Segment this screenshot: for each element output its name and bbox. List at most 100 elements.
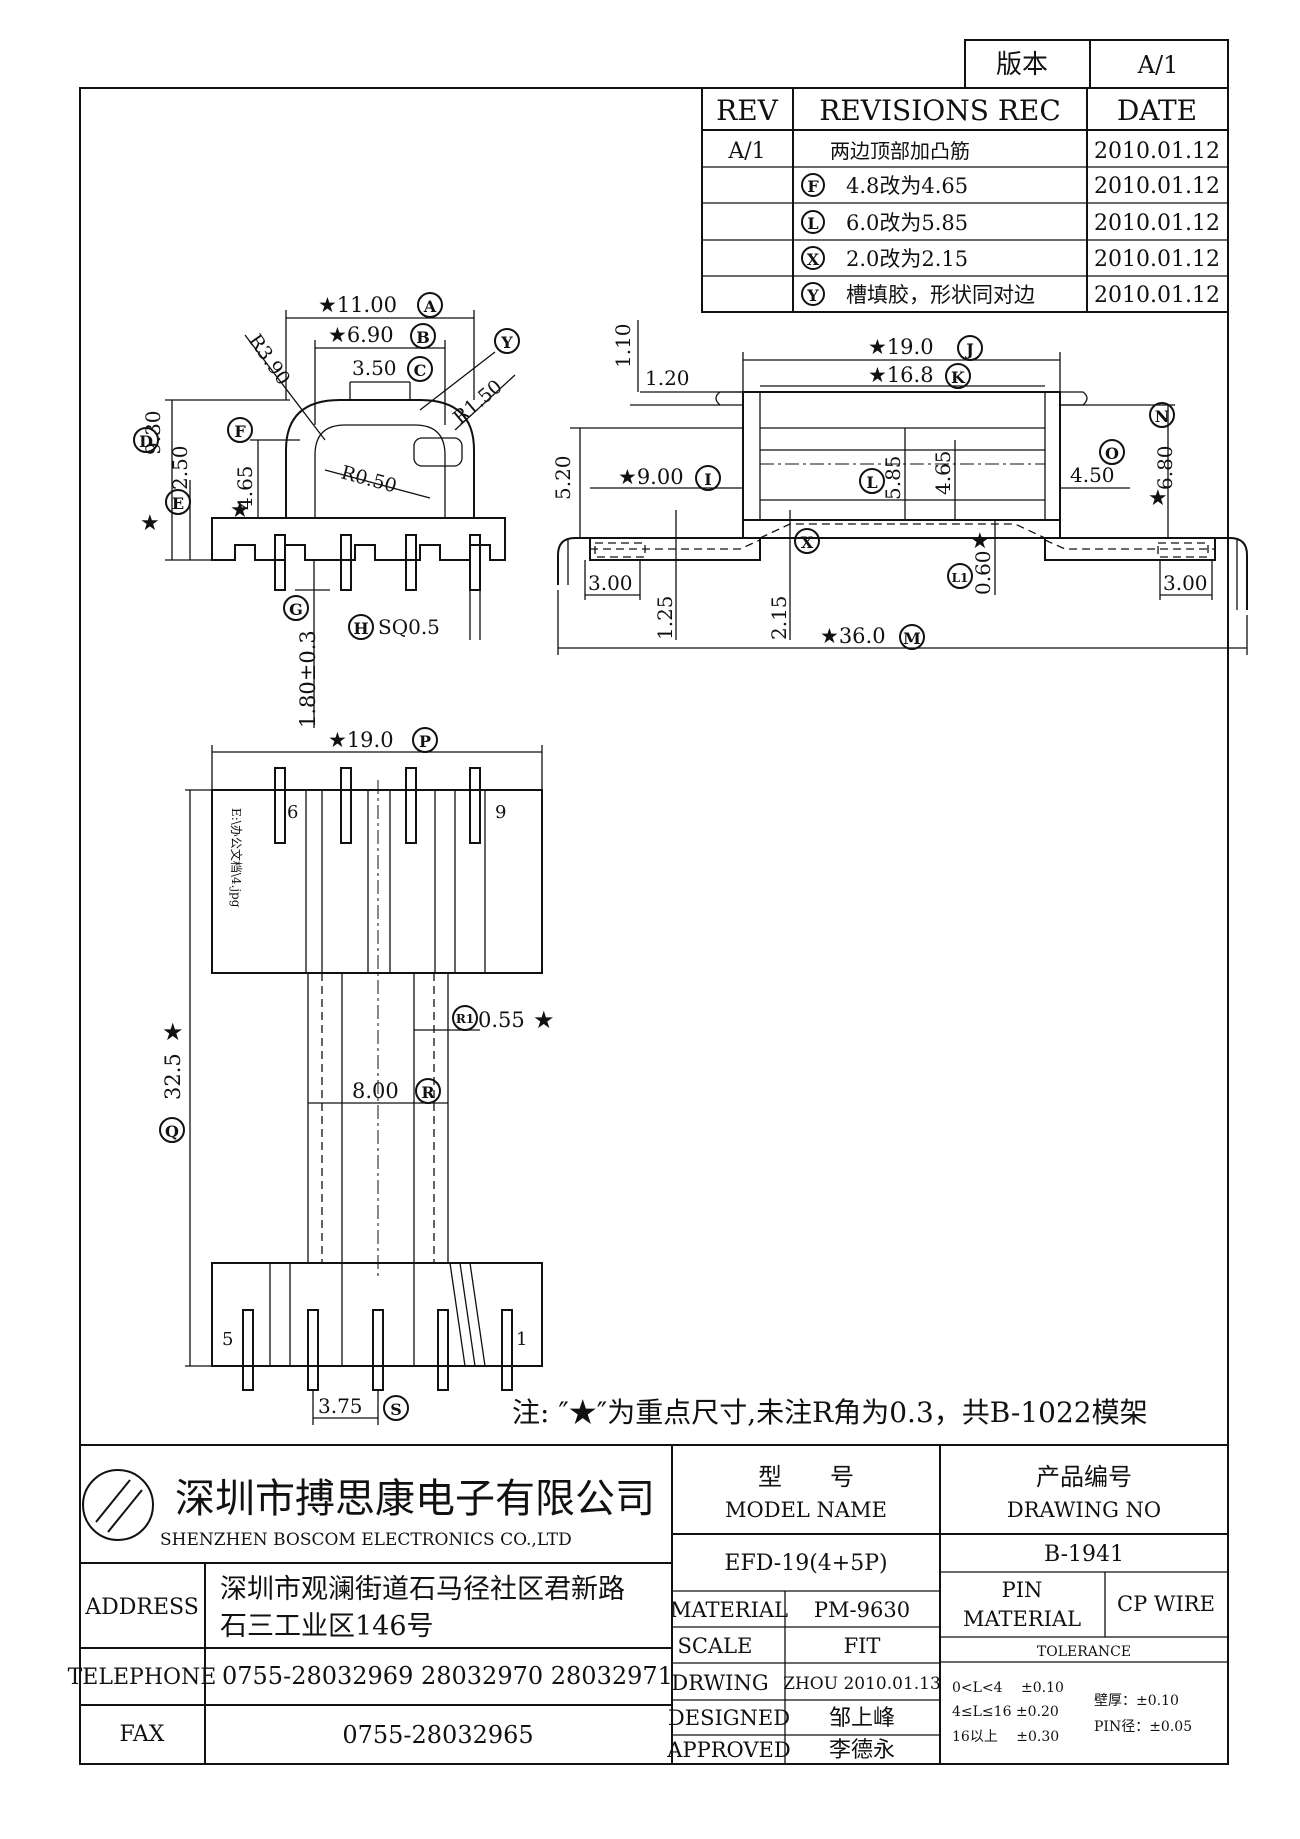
dim-q-text: 32.5 — [161, 1053, 185, 1100]
rev-row-3-date: 2010.01.12 — [1094, 211, 1220, 236]
company-name-en: SHENZHEN BOSCOM ELECTRONICS CO.,LTD — [160, 1530, 572, 1550]
model-label-en: MODEL NAME — [725, 1498, 887, 1522]
mark-l1-icon — [947, 563, 973, 589]
dim-r150-text: R1.50 — [449, 376, 507, 429]
rev-mark-l-icon — [801, 210, 825, 234]
mark-p-icon — [412, 727, 438, 753]
mark-l-icon — [859, 468, 885, 494]
rev-row-4-text: 2.0改为2.15 — [846, 247, 968, 271]
dim-120-text: 1.20 — [645, 366, 690, 390]
mark-p: P — [419, 732, 431, 751]
mark-a: A — [423, 297, 437, 316]
revisions-table: REV REVISIONS REC DATE A/1 两边顶部加凸筋 2010.… — [701, 87, 1229, 313]
mark-s: S — [390, 1400, 402, 1419]
dim-f-text: 4.65 — [233, 465, 257, 510]
mark-j-icon — [957, 335, 983, 361]
version-label: 版本 — [996, 50, 1048, 80]
mark-c: C — [414, 361, 427, 380]
bottom-pin-4 — [307, 1309, 319, 1391]
company-name-cn: 深圳市搏思康电子有限公司 — [175, 1476, 655, 1522]
dim-k-text: ★16.8 — [868, 363, 934, 387]
rev-row-2-mark: F — [807, 177, 819, 196]
scale-label: SCALE — [678, 1634, 753, 1658]
tolerance-row-2: 4≤L≤16 ±0.20 — [952, 1704, 1059, 1720]
dim-s-text: 3.75 — [318, 1394, 363, 1418]
dim-r050-text: R0.50 — [339, 462, 399, 498]
side-rib-left — [715, 391, 744, 406]
front-body-outer — [285, 399, 475, 518]
pin-9-label: 9 — [495, 802, 506, 823]
dim-g-text: 1.80±0.3 — [296, 630, 320, 728]
mark-h-icon — [348, 614, 374, 640]
dim-a-text: ★11.00 — [318, 293, 397, 317]
mark-m-icon — [899, 624, 925, 650]
bottom-pin-5 — [242, 1309, 254, 1391]
mark-h: H — [353, 619, 368, 638]
rev-row-3-text: 6.0改为5.85 — [846, 211, 968, 235]
mark-o: O — [1105, 444, 1119, 463]
mark-r1: R1 — [456, 1012, 474, 1026]
drawing-no-label-cn: 产品编号 — [1036, 1463, 1132, 1491]
tolerance-label: TOLERANCE — [1037, 1644, 1131, 1660]
front-slot — [413, 437, 463, 467]
dim-e-text: 2.50 — [168, 445, 192, 490]
dim-n-text: 6.80 — [1153, 445, 1177, 490]
tolerance-row-1: 0<L<4 ±0.10 — [952, 1680, 1064, 1696]
tolerance-row-3: 16以上 ±0.30 — [952, 1729, 1059, 1745]
drawing-by-label: DRWING — [671, 1671, 768, 1695]
dim-m-text: ★36.0 — [820, 624, 886, 648]
bottom-top-flange — [211, 789, 543, 974]
dim-520-text: 5.20 — [551, 455, 575, 500]
side-flange-left — [589, 537, 761, 561]
bottom-pin-9 — [469, 767, 481, 844]
front-pin-2 — [340, 534, 352, 591]
fax-value: 0755-28032965 — [342, 1721, 533, 1749]
bottom-pin-6 — [274, 767, 286, 844]
dim-r-text: 8.00 — [352, 1079, 399, 1103]
rev-mark-y-icon — [801, 282, 825, 306]
dim-d-text: 9.30 — [141, 410, 165, 455]
mark-r: R — [421, 1083, 435, 1102]
mark-x: X — [801, 533, 814, 552]
dim-125-text: 1.25 — [653, 595, 677, 640]
approved-label: APPROVED — [666, 1738, 790, 1762]
rev-row-1-text: 两边顶部加凸筋 — [830, 139, 970, 163]
scale-value: FIT — [844, 1634, 881, 1658]
star-l1: ★ — [970, 529, 990, 554]
mark-s-icon — [383, 1395, 409, 1421]
designed-label: DESIGNED — [668, 1706, 790, 1730]
mark-n-icon — [1149, 402, 1175, 428]
bottom-view: 6 9 E:\办公文档\4.jpg R1 0.55 ★ 8.00 R — [159, 727, 555, 1425]
front-view: ★11.00 A ★6.90 B 3.50 C R3.90 R1.50 R0.5… — [133, 292, 520, 728]
rev-row-5-mark: Y — [806, 286, 819, 305]
rev-header: REV — [716, 94, 779, 127]
mark-i: I — [704, 470, 711, 489]
bottom-pin-8 — [405, 767, 417, 844]
mark-b-icon — [410, 323, 436, 349]
dim-215-text: 2.15 — [767, 595, 791, 640]
dim-l-text: 5.85 — [881, 455, 905, 500]
mark-g: G — [289, 600, 303, 619]
side-flange-right — [1044, 537, 1216, 561]
dim-o-text: 4.50 — [1070, 463, 1115, 487]
mark-l1: L1 — [952, 571, 969, 585]
designed-value: 邹上峰 — [829, 1706, 895, 1731]
dim-r390-text: R3.90 — [244, 330, 295, 389]
sheet-border — [79, 87, 1229, 1765]
address-line1: 深圳市观澜街道石马径社区君新路 — [220, 1574, 625, 1605]
tolerance-pin: PIN径：±0.05 — [1094, 1719, 1192, 1735]
revisions-header: REVISIONS REC — [819, 94, 1061, 127]
dim-465-text: 4.65 — [931, 450, 955, 495]
dim-300a-text: 3.00 — [588, 571, 633, 595]
rev-mark-f-icon — [801, 173, 825, 197]
mark-d-icon — [133, 427, 159, 453]
dim-p-text: ★19.0 — [328, 728, 394, 752]
dim-b-text: ★6.90 — [328, 323, 394, 347]
mark-k-icon — [945, 363, 971, 389]
mark-q-icon — [159, 1117, 185, 1143]
mark-n: N — [1155, 407, 1170, 426]
bottom-pin-3 — [372, 1309, 384, 1391]
dim-300b-text: 3.00 — [1163, 571, 1208, 595]
rev-row-4-date: 2010.01.12 — [1094, 247, 1220, 272]
